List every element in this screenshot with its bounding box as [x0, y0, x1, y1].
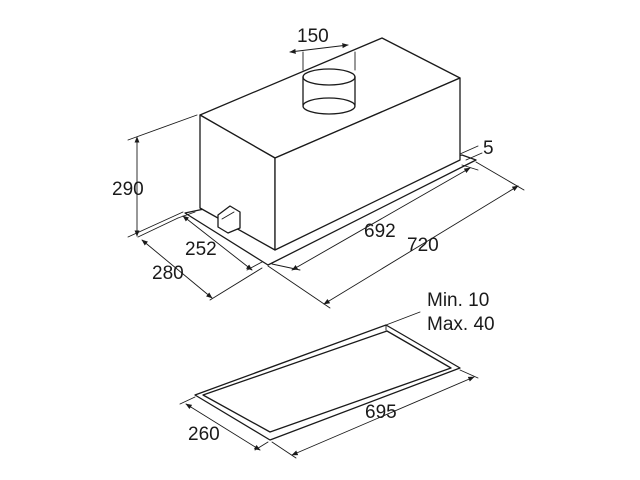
dim-cutout-width-label: 695 — [365, 402, 397, 423]
dim-frame-lip-label: 5 — [483, 138, 494, 159]
dim-collar-diameter: 150 — [289, 26, 356, 71]
dim-thickness-max-label: Max. 40 — [427, 314, 495, 335]
dim-frame-lip: 5 — [459, 138, 494, 161]
dim-thickness-min-label: Min. 10 — [427, 290, 489, 311]
hood-body — [184, 37, 477, 266]
dim-outer-width: 720 — [267, 161, 525, 309]
dim-inner-depth-label: 252 — [185, 239, 217, 260]
dim-collar-diameter-label: 150 — [297, 26, 329, 47]
dim-outer-width-label: 720 — [407, 235, 439, 256]
cutout-panel — [194, 311, 461, 441]
exhaust-collar — [302, 68, 356, 115]
dim-cutout-depth: 260 — [179, 396, 269, 451]
dim-cutout-depth-label: 260 — [188, 424, 220, 445]
cutout-outer — [194, 324, 461, 441]
dim-outer-depth-label: 280 — [152, 263, 184, 284]
dim-inner-width-label: 692 — [364, 221, 396, 242]
dim-cutout-width: 695 — [271, 369, 479, 459]
dim-height: 290 — [112, 114, 198, 238]
dim-panel-thickness: Min. 10 Max. 40 — [427, 290, 495, 335]
dim-height-label: 290 — [112, 179, 144, 200]
dim-outer-depth: 280 — [137, 217, 263, 301]
